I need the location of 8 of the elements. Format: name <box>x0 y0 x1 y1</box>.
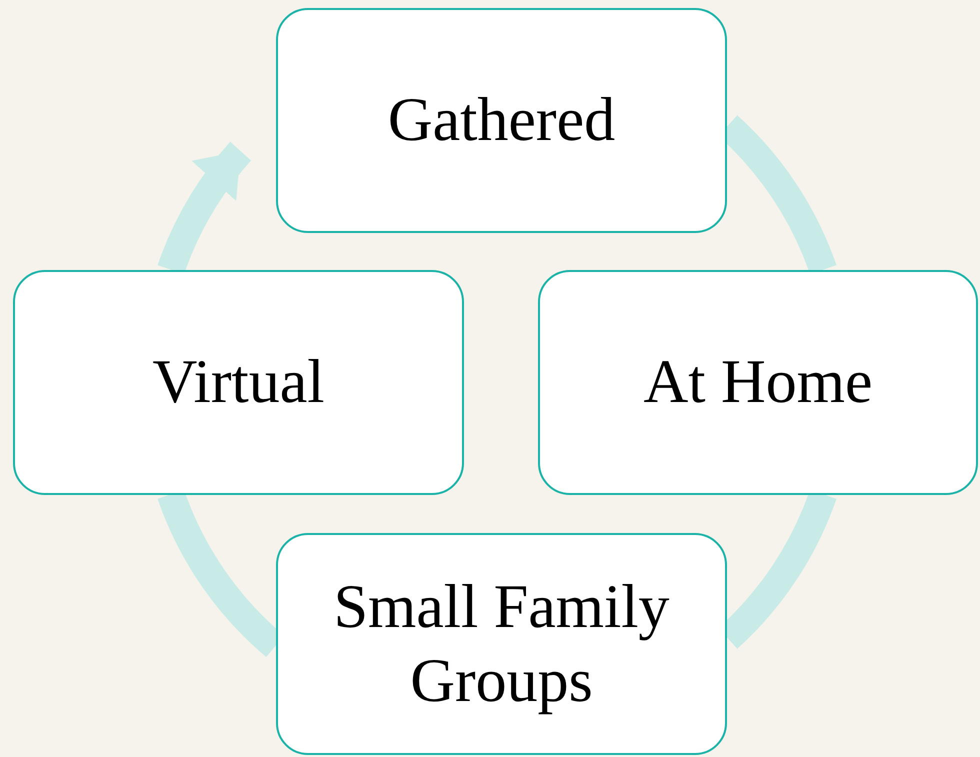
stage-label: Virtual <box>152 347 324 418</box>
stage-label: Gathered <box>388 85 616 156</box>
stage-box <box>276 533 727 755</box>
stage-box <box>538 270 978 495</box>
stage-label: Small Family Groups <box>332 572 670 717</box>
stage-box <box>276 8 727 233</box>
stage-label: At Home <box>643 347 873 418</box>
stage-box <box>13 270 464 495</box>
